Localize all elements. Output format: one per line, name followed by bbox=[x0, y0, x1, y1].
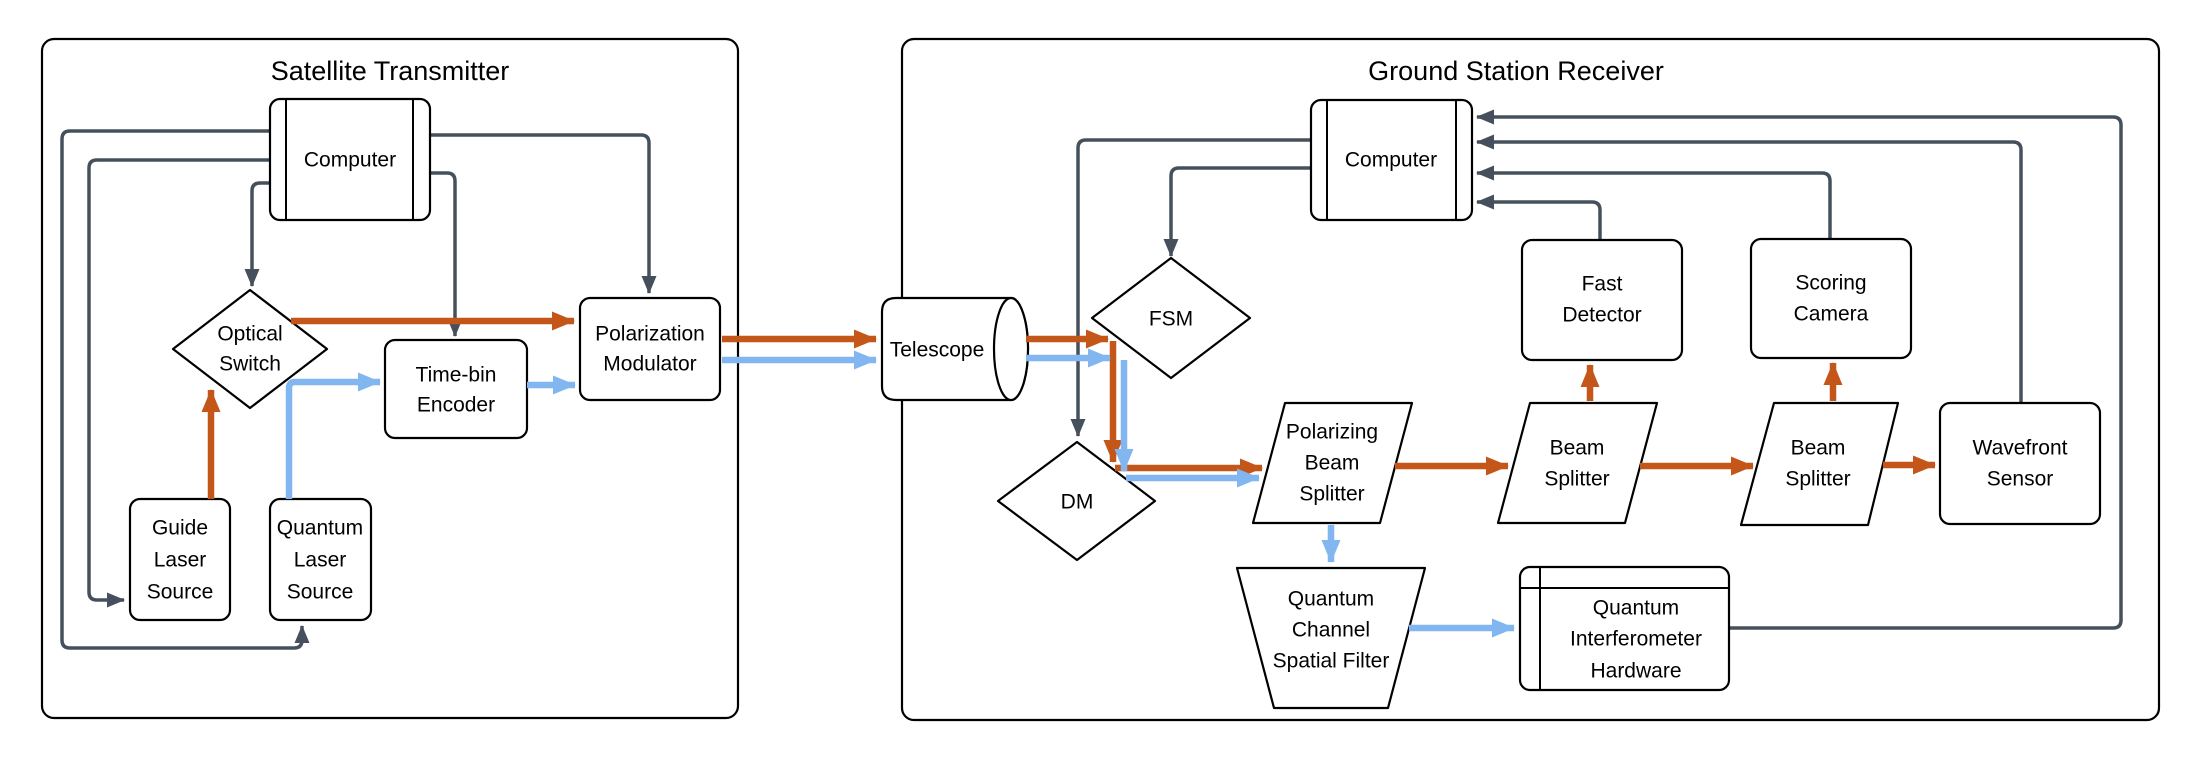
edge-quantum-interferometer-to-computer bbox=[1476, 109, 2123, 630]
ground-station-title: Ground Station Receiver bbox=[1368, 56, 1664, 86]
optical-switch-shape bbox=[171, 288, 329, 410]
node-satellite-computer: Computer bbox=[268, 97, 432, 222]
guide-laser-label-line3: Source bbox=[147, 581, 214, 604]
ground-computer-label: Computer bbox=[1345, 149, 1437, 172]
satellite-computer-shape bbox=[268, 97, 432, 222]
scoring-camera-label-line2: Camera bbox=[1794, 303, 1869, 326]
wavefront-sensor-label-line1: Wavefront bbox=[1973, 437, 2068, 460]
polarizing-beam-splitter-shape bbox=[1251, 401, 1414, 525]
edge-computer-to-polarization-modulator bbox=[430, 133, 657, 294]
scoring-camera-label-line1: Scoring bbox=[1795, 272, 1866, 295]
fast-detector-shape bbox=[1520, 238, 1684, 362]
quantum-laser-label-line1: Quantum bbox=[277, 517, 363, 540]
node-beam-splitter-2: Beam Splitter bbox=[1739, 401, 1900, 527]
pbs-label-line3: Splitter bbox=[1299, 483, 1364, 506]
satellite-transmitter-box bbox=[40, 37, 740, 720]
edge-scoring-camera-to-computer bbox=[1476, 165, 1832, 239]
node-ground-computer: Computer bbox=[1309, 98, 1474, 222]
scoring-camera-shape bbox=[1749, 237, 1913, 360]
beam-splitter-2-label-line1: Beam bbox=[1791, 437, 1846, 460]
node-quantum-laser-source: Quantum Laser Source bbox=[268, 497, 373, 622]
node-time-bin-encoder: Time-bin Encoder bbox=[383, 338, 529, 440]
node-dm: DM bbox=[996, 440, 1157, 562]
edge-fast-detector-to-computer bbox=[1476, 194, 1602, 240]
quantum-laser-label-line2: Laser bbox=[294, 549, 347, 572]
guide-laser-label-line2: Laser bbox=[154, 549, 207, 572]
node-polarizing-beam-splitter: Polarizing Beam Splitter bbox=[1251, 401, 1414, 525]
polarization-modulator-label-line1: Polarization bbox=[595, 323, 705, 346]
time-bin-encoder-shape bbox=[383, 338, 529, 440]
time-bin-encoder-label-line2: Encoder bbox=[417, 394, 495, 417]
beam-splitter-1-shape bbox=[1496, 401, 1659, 525]
quantum-interferometer-label-line2: Interferometer bbox=[1570, 628, 1702, 651]
dm-label: DM bbox=[1061, 491, 1094, 514]
satellite-transmitter-title: Satellite Transmitter bbox=[271, 56, 510, 86]
quantum-laser-label-line3: Source bbox=[287, 581, 354, 604]
satellite-computer-label: Computer bbox=[304, 149, 396, 172]
telescope-endcap-shape bbox=[992, 296, 1030, 402]
edge-computer-to-dm bbox=[1070, 138, 1311, 437]
guide-laser-label-line1: Guide bbox=[152, 517, 208, 540]
ground-computer-shape bbox=[1309, 98, 1474, 222]
edge-computer-to-optical-switch bbox=[244, 181, 270, 287]
spatial-filter-shape bbox=[1235, 566, 1427, 710]
node-scoring-camera: Scoring Camera bbox=[1749, 237, 1913, 360]
node-telescope: Telescope bbox=[880, 296, 1030, 402]
node-wavefront-sensor: Wavefront Sensor bbox=[1938, 401, 2102, 526]
quantum-interferometer-label-line3: Hardware bbox=[1590, 660, 1681, 683]
optical-switch-label-line2: Switch bbox=[219, 353, 281, 376]
edge-computer-to-time-bin-encoder bbox=[430, 171, 463, 337]
wavefront-sensor-shape bbox=[1938, 401, 2102, 526]
node-quantum-channel-spatial-filter: Quantum Channel Spatial Filter bbox=[1235, 566, 1427, 710]
wavefront-sensor-label-line2: Sensor bbox=[1987, 468, 2054, 491]
quantum-interferometer-label-line1: Quantum bbox=[1593, 597, 1679, 620]
node-fsm: FSM bbox=[1090, 256, 1252, 380]
polarization-modulator-label-line2: Modulator bbox=[603, 353, 696, 376]
beam-quantum-laser-to-time-bin-encoder bbox=[285, 372, 381, 499]
node-beam-splitter-1: Beam Splitter bbox=[1496, 401, 1659, 525]
node-optical-switch: Optical Switch bbox=[171, 288, 329, 410]
spatial-filter-label-line2: Channel bbox=[1292, 619, 1370, 642]
guide-laser-shape bbox=[128, 497, 232, 622]
beam-splitter-2-label-line2: Splitter bbox=[1785, 468, 1850, 491]
node-fast-detector: Fast Detector bbox=[1520, 238, 1684, 362]
quantum-laser-shape bbox=[268, 497, 373, 622]
telescope-label: Telescope bbox=[890, 339, 985, 362]
beam-splitter-1-label-line2: Splitter bbox=[1544, 468, 1609, 491]
optical-switch-label-line1: Optical bbox=[217, 323, 282, 346]
quantum-interferometer-shape bbox=[1518, 565, 1731, 692]
time-bin-encoder-label-line1: Time-bin bbox=[416, 364, 497, 387]
edge-computer-to-guide-laser bbox=[87, 158, 270, 608]
fsm-shape bbox=[1090, 256, 1252, 380]
spatial-filter-label-line1: Quantum bbox=[1288, 588, 1374, 611]
node-polarization-modulator: Polarization Modulator bbox=[578, 296, 722, 402]
fsm-label: FSM bbox=[1149, 308, 1193, 331]
edge-computer-to-fsm bbox=[1163, 166, 1311, 257]
beam-splitter-1-label-line1: Beam bbox=[1550, 437, 1605, 460]
edge-wavefront-sensor-to-computer bbox=[1476, 134, 2023, 403]
polarization-modulator-shape bbox=[578, 296, 722, 402]
node-guide-laser-source: Guide Laser Source bbox=[128, 497, 232, 622]
edge-computer-to-quantum-laser bbox=[60, 129, 310, 650]
spatial-filter-label-line3: Spatial Filter bbox=[1273, 650, 1390, 673]
pbs-label-line2: Beam bbox=[1305, 452, 1360, 475]
fast-detector-label-line1: Fast bbox=[1582, 273, 1623, 296]
beam-splitter-2-shape bbox=[1739, 401, 1900, 527]
node-quantum-interferometer-hardware: Quantum Interferometer Hardware bbox=[1518, 565, 1731, 692]
pbs-label-line1: Polarizing bbox=[1286, 421, 1378, 444]
fast-detector-label-line2: Detector bbox=[1562, 304, 1641, 327]
